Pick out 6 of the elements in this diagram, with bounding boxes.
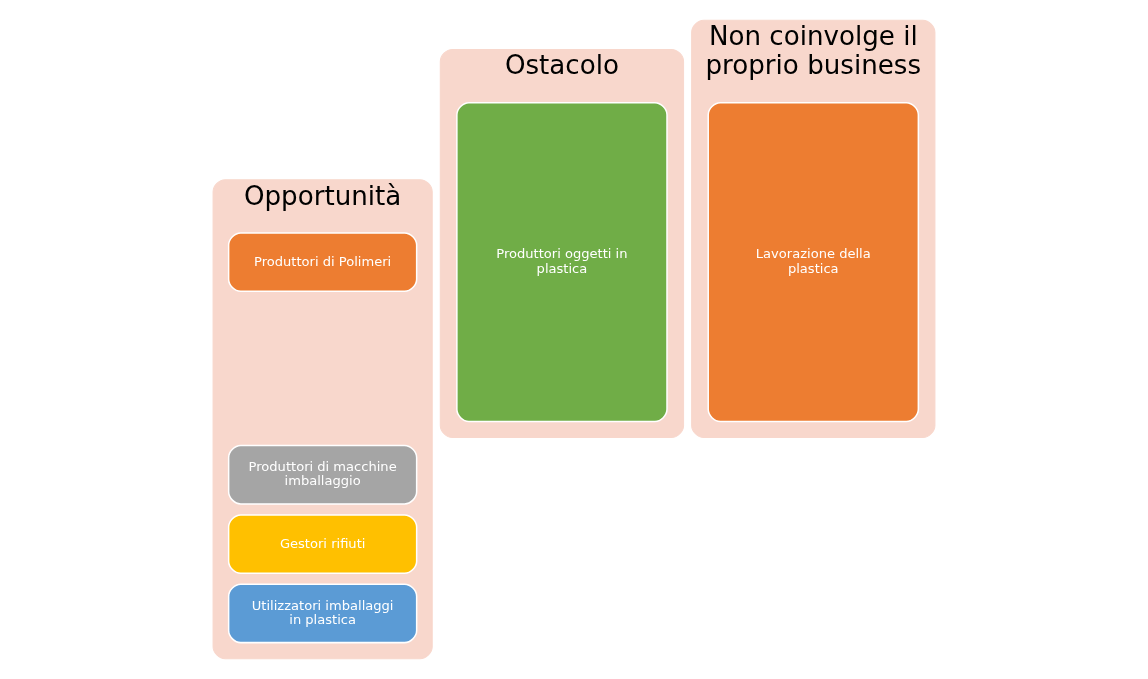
node-box: Utilizzatori imballaggi in plastica (227, 583, 418, 644)
node-box: Produttori oggetti in plastica (456, 101, 668, 423)
node-box: Lavorazione della plastica (707, 101, 920, 423)
node-box: Gestori rifiuti (227, 514, 418, 574)
node-box: Produttori di macchine imballaggio (227, 444, 418, 505)
node-box: Produttori di Polimeri (227, 232, 418, 292)
